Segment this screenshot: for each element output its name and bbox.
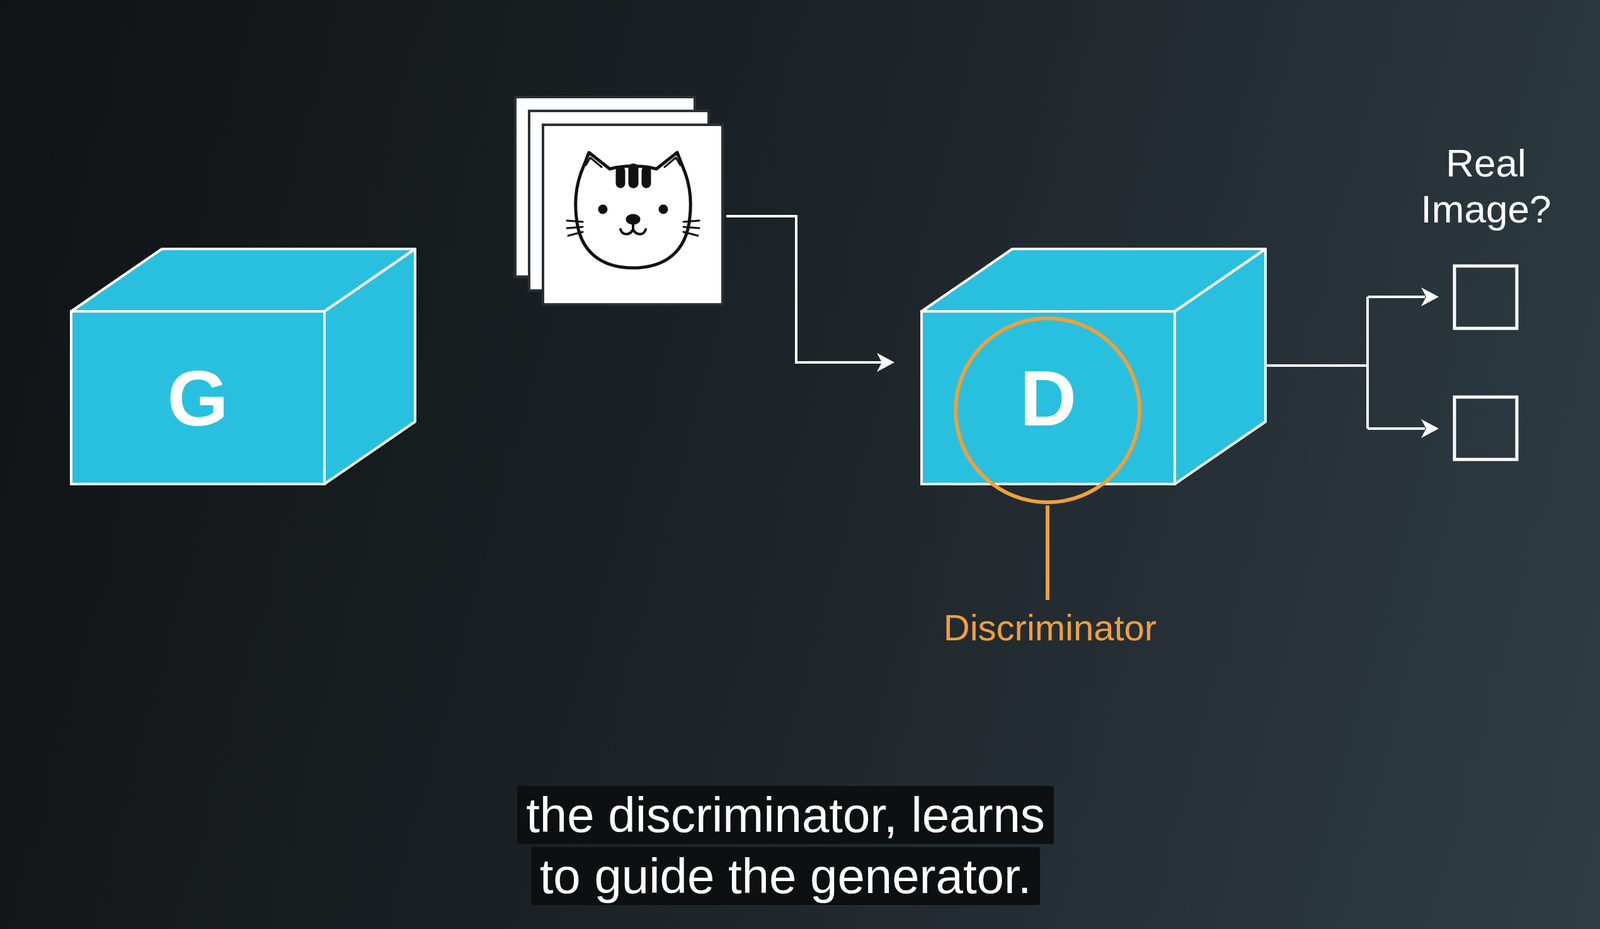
output-label: Real Image?: [1410, 139, 1562, 232]
box-face: G: [71, 311, 325, 484]
subtitle: the discriminator, learns to guide the g…: [517, 785, 1054, 905]
image-stack: [515, 97, 723, 305]
cube-shape: [921, 248, 1266, 484]
cat-drawing: [566, 152, 700, 268]
input-arrow: [726, 216, 895, 372]
subtitle-box: the discriminator, learns to guide the g…: [502, 784, 1069, 907]
cube-shape: [71, 248, 416, 484]
box-letter: G: [166, 358, 229, 438]
discriminator-box: D: [921, 248, 1266, 484]
generator-box: G: [71, 248, 416, 484]
callout-label: Discriminator: [892, 605, 1208, 649]
leader-line: [1045, 505, 1050, 600]
checkbox: [1454, 265, 1517, 460]
box-face: D: [921, 311, 1175, 484]
box-letter: D: [1019, 358, 1077, 438]
